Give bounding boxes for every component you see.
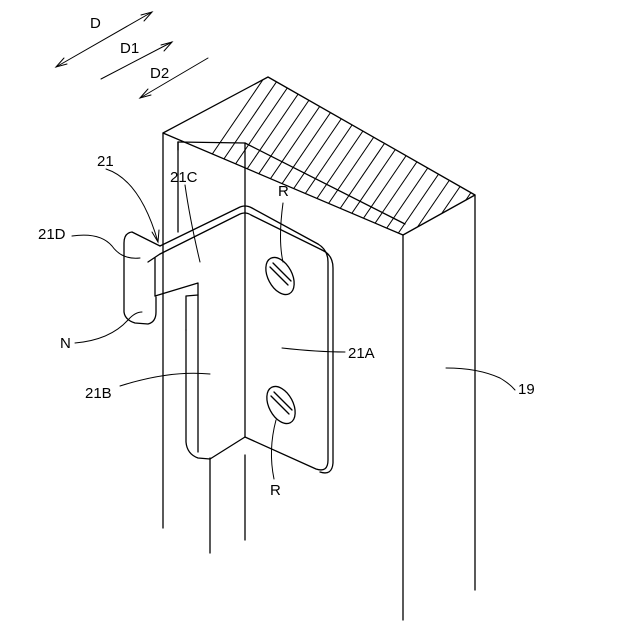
- label-bracket-plate: 21A: [348, 345, 375, 362]
- label-direction-1: D1: [120, 40, 139, 57]
- label-direction: D: [90, 15, 101, 32]
- notch: [155, 283, 198, 330]
- screw-upper: [260, 253, 300, 300]
- bracket-plate: [245, 244, 328, 470]
- leader-lines: [72, 169, 515, 479]
- label-screw-lower: R: [270, 482, 281, 499]
- label-direction-2: D2: [150, 65, 169, 82]
- label-bracket-top: 21C: [170, 169, 198, 186]
- label-bracket-tab: 21D: [38, 226, 66, 243]
- bracket: [124, 206, 333, 473]
- label-bracket-leg: 21B: [85, 385, 112, 402]
- column-top-hatching: [140, 40, 575, 260]
- label-column: 19: [518, 381, 535, 398]
- label-bracket: 21: [97, 153, 114, 170]
- screw-lower: [261, 382, 301, 429]
- bracket-top-lip: [160, 206, 318, 246]
- label-notch: N: [60, 335, 71, 352]
- label-screw-upper: R: [278, 183, 289, 200]
- column-body: [140, 40, 575, 620]
- bracket-leg: [186, 330, 245, 459]
